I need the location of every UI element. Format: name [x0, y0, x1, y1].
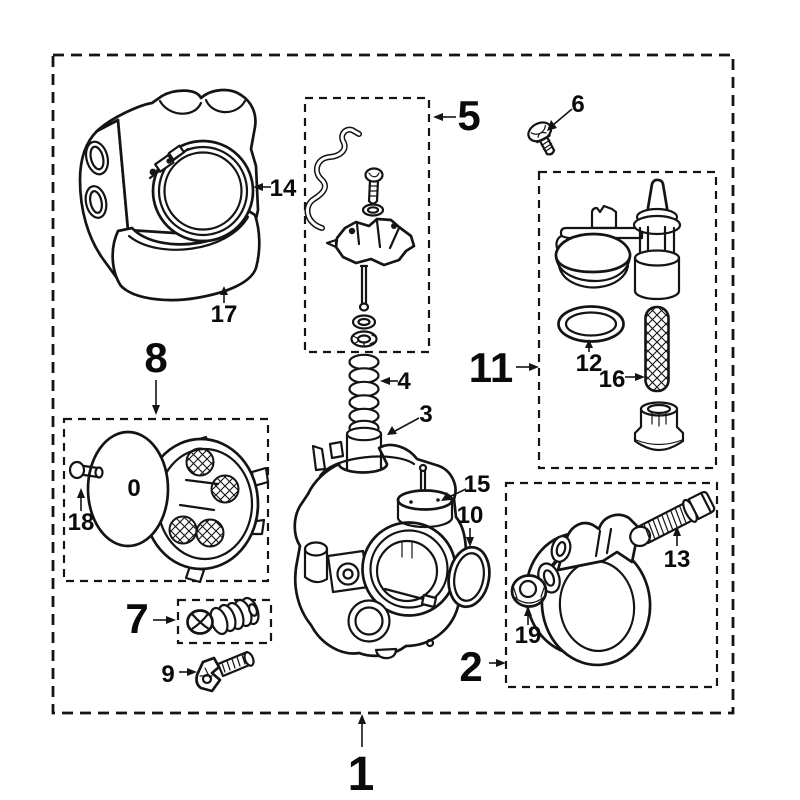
- assembly-box-11: [537, 170, 718, 470]
- labels: 1 2 5 7 8 11 3 4 6 9 10 12 13 14 15 16 1…: [68, 91, 691, 800]
- carb-left-boss: [303, 541, 370, 594]
- leader-arrow-part-19: [524, 606, 532, 625]
- ring-clamp-screw: [148, 144, 190, 180]
- assembly-box-7: [176, 598, 273, 645]
- part-3-throttle-slide: [345, 426, 383, 472]
- part-13-clamp-bolt: [629, 490, 716, 548]
- carb-drain-port: [347, 599, 435, 660]
- assembly-box-8: [62, 417, 270, 583]
- inlet-needle-valve: [632, 178, 682, 301]
- part-2-clamp-kit: [510, 490, 716, 667]
- leader-arrow-part-13: [673, 526, 681, 546]
- leader-arrow-part-17: [220, 286, 228, 303]
- float-hinge-tab: [590, 204, 618, 230]
- leader-arrow-part-12: [585, 339, 593, 352]
- label-group-1: 1: [348, 748, 375, 800]
- part-7-idle-screw: [186, 596, 260, 636]
- label-group-5: 5: [457, 92, 480, 139]
- leader-arrow-part-16: [625, 373, 645, 381]
- pin-washers: [350, 314, 378, 348]
- part-carburetor-body: [293, 353, 491, 660]
- assembly-box-2: [504, 481, 719, 689]
- leader-arrow-part-4: [380, 377, 398, 385]
- part-8-choke-unit: 0: [68, 430, 270, 584]
- leader-arrow-box-5: [433, 113, 456, 121]
- part-9-mixture-screw: [195, 650, 255, 693]
- leader-arrow-box-7: [153, 616, 176, 624]
- part-6-cover-screw: [527, 121, 556, 156]
- label-part-16: 16: [599, 366, 626, 393]
- label-group-8: 8: [144, 334, 167, 381]
- part-4-slide-spring: [348, 353, 380, 437]
- part-14-intake-ring: [151, 139, 255, 243]
- part-5-throttle-lever-kit: [304, 126, 416, 348]
- leader-arrow-part-14: [253, 183, 271, 191]
- part-15-bowl-cover: [396, 463, 454, 529]
- housing-port-ovals: [84, 140, 110, 219]
- choke-diaphragm-disc: [86, 430, 170, 548]
- leader-arrow-part-9: [179, 668, 197, 676]
- disc-marking-0: 0: [127, 475, 140, 502]
- label-part-17: 17: [211, 301, 238, 328]
- label-part-4: 4: [397, 368, 411, 395]
- part-17-air-filter-housing: [78, 88, 261, 302]
- pivot-pin: [358, 264, 370, 312]
- jet-nut: [633, 401, 685, 452]
- leader-arrow-box-2: [489, 659, 506, 667]
- part-19-clamp-nut: [510, 574, 548, 608]
- assembly-box-1: [51, 53, 735, 715]
- part-10-oring: [447, 545, 491, 609]
- float-bowl: [554, 232, 632, 289]
- leader-arrow-box-1: [358, 714, 366, 747]
- label-part-14: 14: [270, 175, 297, 202]
- label-group-7: 7: [125, 595, 148, 642]
- label-part-10: 10: [457, 502, 484, 529]
- clamp-band: [524, 513, 652, 667]
- label-part-18: 18: [68, 509, 95, 536]
- part-16-filter-screen: [644, 305, 670, 393]
- throttle-lever-bracket: [325, 217, 416, 267]
- leader-arrow-part-18: [77, 488, 85, 511]
- label-part-9: 9: [161, 661, 174, 688]
- label-part-15: 15: [464, 471, 491, 498]
- leader-arrow-box-11: [516, 363, 539, 371]
- label-part-3: 3: [419, 401, 432, 428]
- label-group-2: 2: [459, 643, 482, 690]
- spring-clip-wire: [304, 126, 362, 231]
- leader-arrow-part-10: [466, 528, 474, 547]
- part-18-choke-plunger: [68, 460, 104, 480]
- choke-body: [142, 435, 270, 584]
- label-part-19: 19: [515, 622, 542, 649]
- leader-arrow-part-15: [441, 488, 467, 501]
- part-12-bowl-gasket: [557, 305, 625, 343]
- label-part-13: 13: [664, 546, 691, 573]
- lever-screw: [361, 167, 385, 217]
- part-11-float-kit: [554, 178, 685, 452]
- label-group-11: 11: [469, 344, 513, 391]
- leader-arrows: [77, 108, 681, 747]
- label-part-6: 6: [571, 91, 584, 118]
- leader-arrow-part-3: [387, 417, 420, 435]
- leader-arrow-part-6: [547, 108, 573, 131]
- assembly-box-5: [303, 96, 431, 354]
- leader-arrow-box-8: [152, 380, 160, 415]
- label-part-12: 12: [576, 350, 603, 377]
